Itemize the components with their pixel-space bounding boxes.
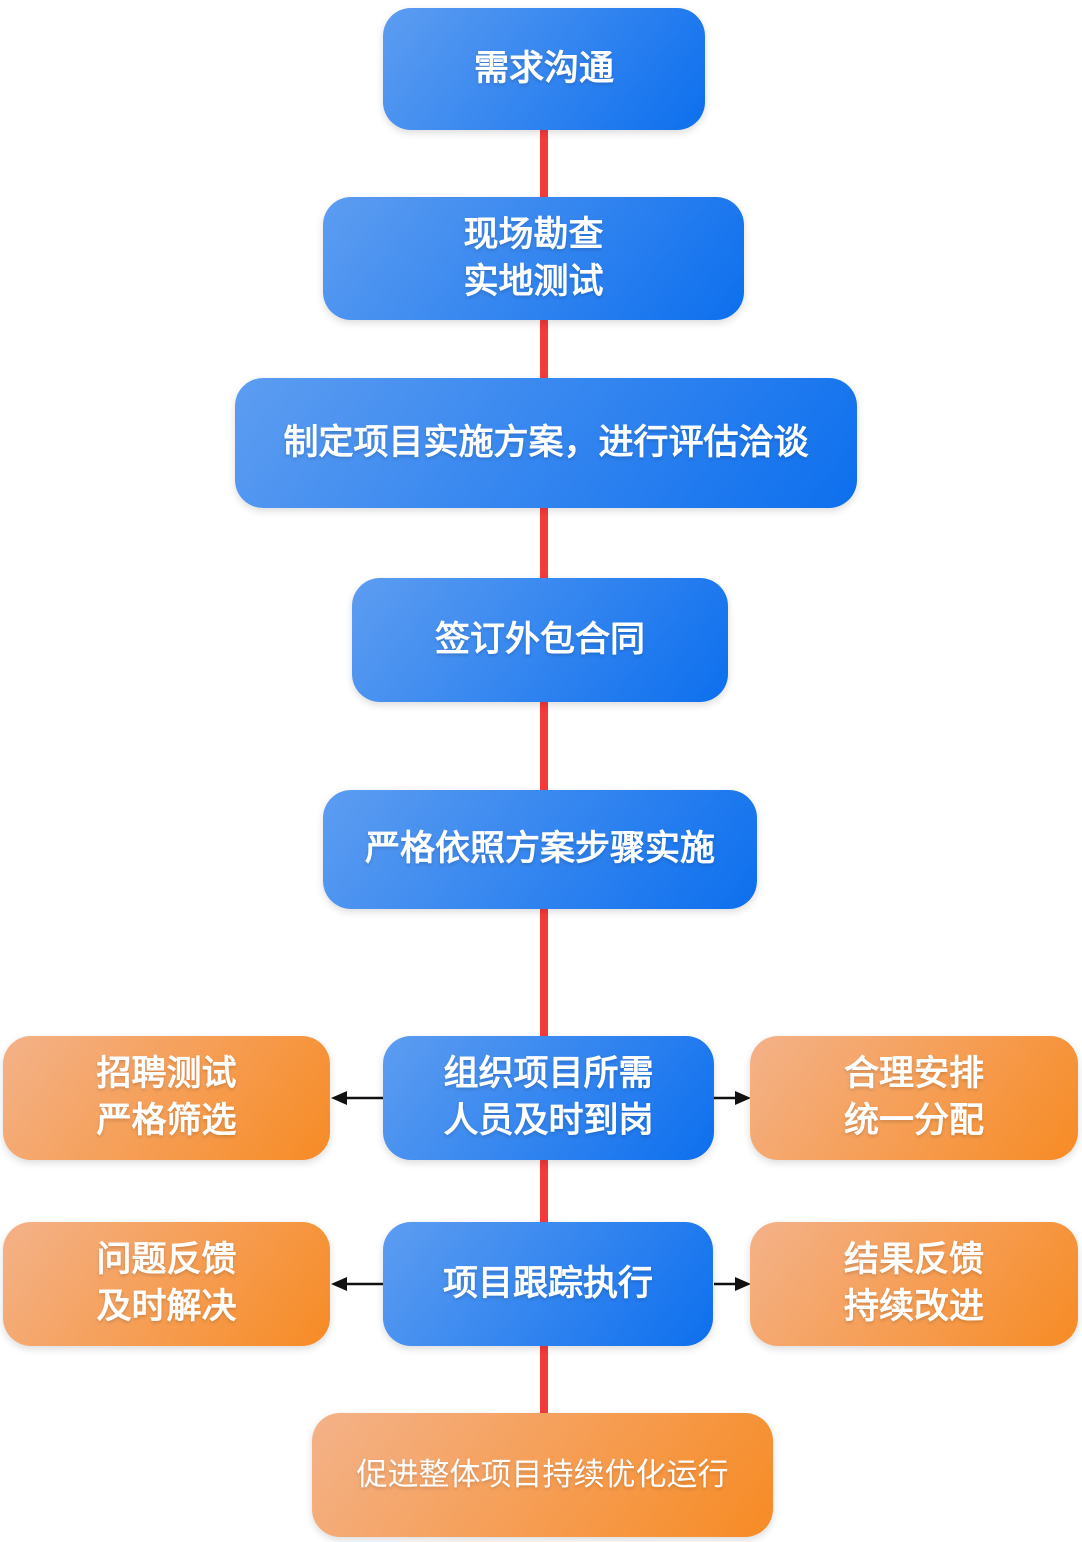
arrow-right-icon <box>714 1088 752 1108</box>
node-requirements: 需求沟通 <box>383 8 705 130</box>
arrow-left-icon <box>330 1274 384 1294</box>
node-arrange-line1: 合理安排 <box>843 1054 984 1094</box>
node-implement-label: 严格依照方案步骤实施 <box>364 829 715 869</box>
node-survey: 现场勘查 实地测试 <box>323 197 744 320</box>
main-flow-line <box>540 100 548 1422</box>
node-feedback-issues: 问题反馈 及时解决 <box>3 1222 330 1346</box>
node-survey-line1: 现场勘查 <box>463 214 604 254</box>
node-tracking-label: 项目跟踪执行 <box>442 1263 653 1303</box>
node-requirements-label: 需求沟通 <box>473 48 614 88</box>
node-recruit-line1: 招聘测试 <box>96 1054 237 1094</box>
node-recruit-line2: 严格筛选 <box>96 1101 237 1140</box>
node-plan-label: 制定项目实施方案，进行评估洽谈 <box>283 422 809 462</box>
node-feedback-issues-line1: 问题反馈 <box>96 1240 237 1280</box>
node-staffing-line2: 人员及时到岗 <box>443 1101 654 1140</box>
node-plan: 制定项目实施方案，进行评估洽谈 <box>235 378 857 508</box>
node-implement: 严格依照方案步骤实施 <box>323 790 757 909</box>
node-contract-label: 签订外包合同 <box>434 619 645 659</box>
arrow-left-icon <box>330 1088 384 1108</box>
node-arrange: 合理安排 统一分配 <box>750 1036 1078 1160</box>
node-tracking: 项目跟踪执行 <box>383 1222 713 1346</box>
node-staffing-line1: 组织项目所需 <box>443 1054 654 1094</box>
node-feedback-results-line2: 持续改进 <box>843 1287 984 1326</box>
node-optimize: 促进整体项目持续优化运行 <box>312 1413 773 1537</box>
node-arrange-line2: 统一分配 <box>843 1101 984 1140</box>
node-feedback-results: 结果反馈 持续改进 <box>750 1222 1078 1346</box>
node-feedback-results-line1: 结果反馈 <box>843 1240 984 1280</box>
node-feedback-issues-line2: 及时解决 <box>96 1287 237 1326</box>
node-survey-line2: 实地测试 <box>463 261 604 301</box>
node-staffing: 组织项目所需 人员及时到岗 <box>383 1036 714 1160</box>
node-optimize-label: 促进整体项目持续优化运行 <box>356 1457 729 1493</box>
node-recruit: 招聘测试 严格筛选 <box>3 1036 330 1160</box>
node-contract: 签订外包合同 <box>352 578 728 702</box>
arrow-right-icon <box>714 1274 752 1294</box>
